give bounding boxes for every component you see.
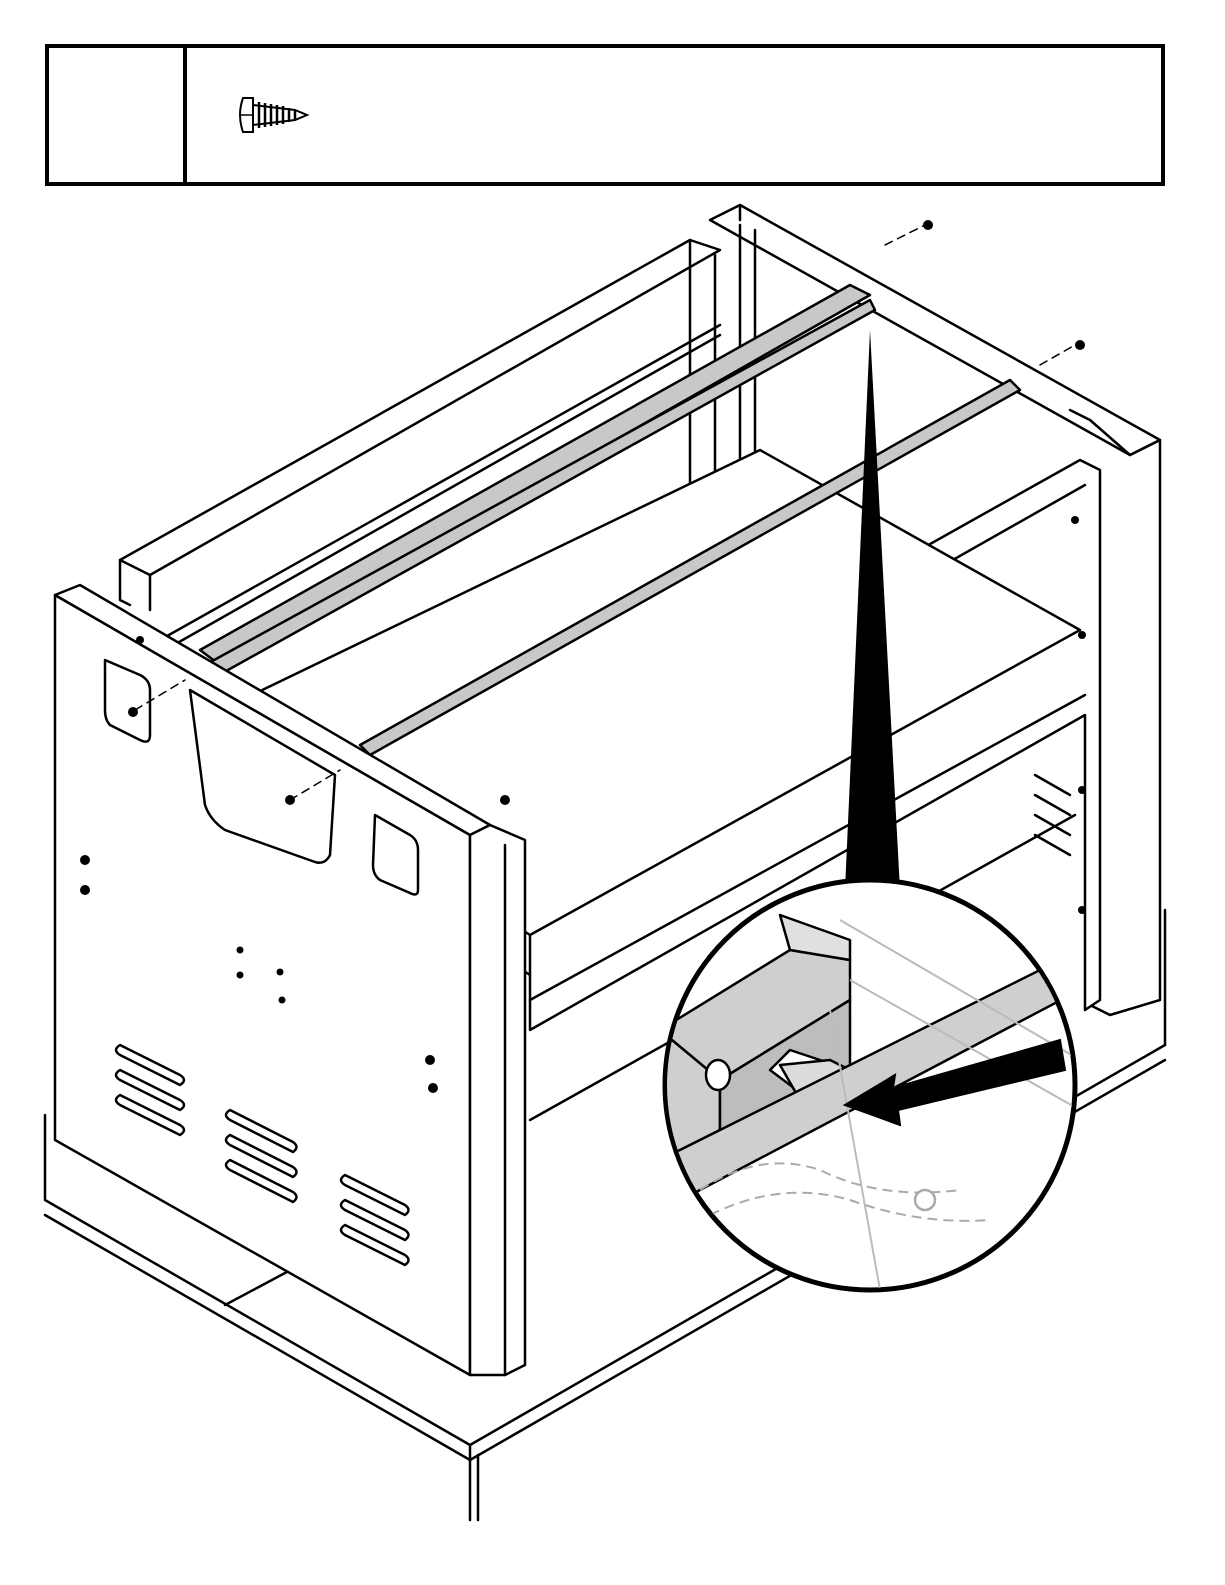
grill-cart-assembly-diagram xyxy=(0,190,1225,1585)
bracket-slot-detail-magnifier xyxy=(660,880,1080,1290)
step-number-cell xyxy=(49,48,187,182)
hardware-cell xyxy=(187,48,1161,182)
hardware-header-box xyxy=(45,44,1165,186)
pan-head-screw-icon xyxy=(235,90,315,140)
right-vents xyxy=(1035,775,1070,855)
